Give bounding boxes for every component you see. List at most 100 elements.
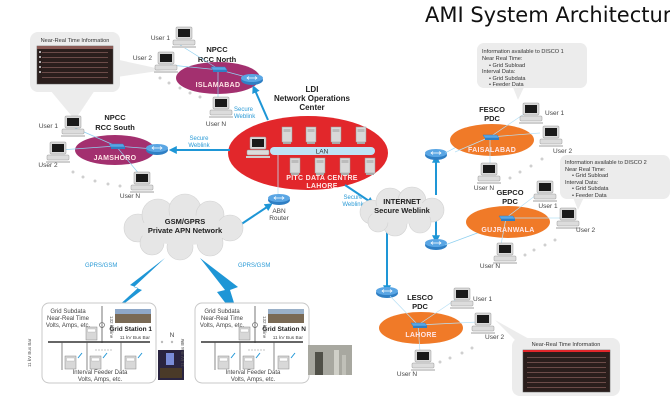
gs1-bus-bar-vertical: 11 kV Bus Bar <box>27 338 32 367</box>
panel-top-screen <box>36 45 114 85</box>
server-icon <box>330 126 342 145</box>
gsn-name: Grid Station N <box>262 326 306 333</box>
npcc-north: NPCC RCC North ISLAMABAD User 1 User 2 U… <box>133 26 264 128</box>
router-icon <box>240 73 264 86</box>
internet-label-1: INTERNET <box>383 197 421 206</box>
meter-icon <box>217 355 230 370</box>
server-icon <box>364 157 376 176</box>
fesco-user-2: User 2 <box>553 148 573 155</box>
internet-cloud: INTERNET Secure Weblink <box>359 186 445 237</box>
gs1-incoming-line: 132 kV line <box>109 316 114 339</box>
fesco-pdc: FESCO PDC FAISALABAD User 1 User 2 User … <box>450 102 573 192</box>
computer-icon <box>470 312 496 335</box>
abn-router-label-2: Router <box>269 215 289 222</box>
meter-icon <box>89 355 102 370</box>
npcc-south-region <box>75 135 155 165</box>
gs1-name: Grid Station 1 <box>109 326 152 333</box>
router-icon <box>424 148 448 161</box>
lesco-pdc: LESCO PDC LAHORE User 1 User 2 User N <box>375 286 505 378</box>
disco1-line-4: Interval Data: <box>482 69 516 75</box>
server-icon <box>305 126 317 145</box>
computer-icon <box>449 287 475 310</box>
grid-station-1-photo <box>158 350 184 380</box>
server-icon <box>339 157 351 176</box>
noc-heading-1: LDI <box>306 85 319 94</box>
npcc-north-heading-2: RCC North <box>198 55 237 64</box>
router-icon <box>424 238 448 251</box>
meter-icon <box>85 326 98 341</box>
gsm-gprs-cloud: GSM/GPRS Private APN Network <box>123 193 244 261</box>
grid-station-n-photo <box>308 345 352 375</box>
computer-icon <box>492 242 518 265</box>
gs1-feeder-2: Volts, Amps, etc. <box>78 377 123 383</box>
grid-station-1: Grid Subdata Near-Real Time Volts, Amps,… <box>27 302 157 384</box>
npcc-south: NPCC RCC South JAMSHORO User 1 User 2 Us… <box>38 113 210 200</box>
gepco-city: GUJRANWALA <box>481 227 534 234</box>
near-real-time-panel-top: Near-Real Time Information <box>30 32 165 120</box>
gsn-feeder-1: Interval Feeder Data <box>226 370 281 376</box>
disco1-line-2: Near Real Time: <box>482 56 523 62</box>
computer-icon <box>129 171 155 194</box>
fesco-city: FAISALABAD <box>468 147 516 154</box>
fesco-heading-2: PDC <box>484 114 500 123</box>
meter-icon <box>277 355 290 370</box>
computer-icon <box>153 51 179 74</box>
internet-link-label-1: Secure <box>343 195 363 201</box>
computer-icon <box>532 180 558 203</box>
ldi-noc: LDI Network Operations Center LAN PITC D… <box>228 85 388 222</box>
computer-icon <box>45 141 71 164</box>
gsn-feeder-2: Volts, Amps, etc. <box>231 377 276 383</box>
npcc-south-heading-1: NPCC <box>104 113 126 122</box>
gepco-region <box>466 206 550 238</box>
npcc-north-link-label-2: Weblink <box>234 114 256 120</box>
disco1-info-bubble: Information available to DISCO 1 Near Re… <box>477 43 587 100</box>
lesco-heading-2: PDC <box>412 302 428 311</box>
server-icon <box>289 157 301 176</box>
fesco-heading-1: FESCO <box>479 105 505 114</box>
computer-icon <box>208 96 234 119</box>
npcc-north-link-label-1: Secure <box>234 107 254 113</box>
server-icon <box>281 126 293 145</box>
server-icon <box>355 126 367 145</box>
gs1-bus-bar: 11 kV Bus Bar <box>120 335 151 341</box>
computer-icon <box>60 115 86 138</box>
meter-icon <box>124 355 137 370</box>
gepco-pdc: GEPCO PDC GUJRANWALA User 1 User 2 User … <box>466 180 596 270</box>
lesco-heading-1: LESCO <box>407 293 433 302</box>
gsn-sub-1: Grid Subdata <box>204 309 240 315</box>
gepco-heading-2: PDC <box>502 197 518 206</box>
disco2-line-1: Information available to DISCO 2 <box>565 160 647 166</box>
npcc-south-user-2: User 2 <box>38 162 58 169</box>
switch-icon <box>498 215 516 222</box>
disco2-line-6: • Feeder Data <box>572 193 607 199</box>
lesco-city: LAHORE <box>405 332 436 339</box>
gsn-bus-bar: 11 kV Bus Bar <box>273 335 304 341</box>
link-noc-to-north <box>252 85 269 121</box>
gsm-label-2: Private APN Network <box>148 226 223 235</box>
computer-icon <box>171 26 197 49</box>
gepco-user-1: User 1 <box>538 203 558 210</box>
npcc-south-link-label-2: Weblink <box>188 143 210 149</box>
disco1-line-6: • Feeder Data <box>489 82 524 88</box>
abn-router-icon <box>267 193 291 206</box>
noc-heading-2: Network Operations <box>274 94 351 103</box>
noc-heading-3: Center <box>299 103 324 112</box>
npcc-south-link-label-1: Secure <box>189 136 209 142</box>
gsn-incoming-line: 132 kV line <box>262 316 267 339</box>
gsn-sub-2: Near-Real Time <box>201 316 244 322</box>
computer-icon <box>410 349 436 372</box>
disco1-line-5: • Grid Subdata <box>489 76 526 82</box>
disco2-line-4: Interval Data: <box>565 180 599 186</box>
switch-icon <box>108 143 126 150</box>
npcc-north-user-1: User 1 <box>151 35 171 42</box>
gs1-sub-3: Volts, Amps, etc. <box>46 323 91 329</box>
lesco-user-2: User 2 <box>485 334 505 341</box>
disco2-info-bubble: Information available to DISCO 2 Near Re… <box>560 155 670 210</box>
near-real-time-panel-bottom: Near-Real Time Information <box>495 320 620 396</box>
disco2-line-2: Near Real Time: <box>565 167 606 173</box>
gsn-bus-bar-vertical: 11 kV Bus Bar <box>180 338 185 367</box>
switch-icon <box>210 66 228 73</box>
meter-icon <box>238 326 251 341</box>
panel-bottom-screen <box>522 349 611 393</box>
computer-icon <box>518 102 544 125</box>
